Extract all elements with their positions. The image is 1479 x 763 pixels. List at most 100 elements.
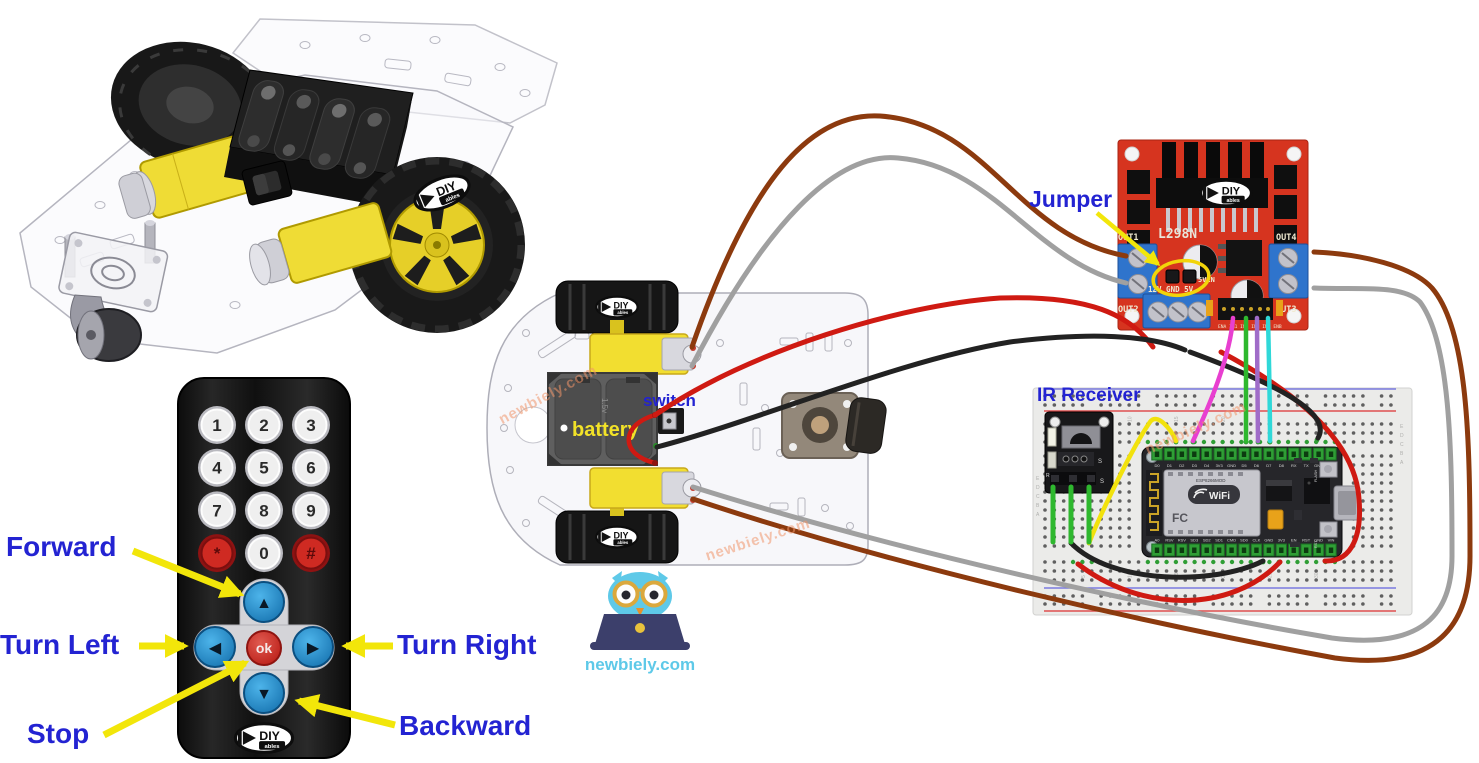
remote-key-8: 8 — [245, 491, 283, 530]
svg-text:ok: ok — [256, 640, 273, 656]
svg-text:GND: GND — [1264, 538, 1273, 543]
svg-text:CLK: CLK — [1253, 538, 1261, 543]
svg-text:15: 15 — [1174, 416, 1180, 422]
control-pins-label: ENA IN1 IN2 IN3 IN4 ENB — [1218, 324, 1282, 330]
remote-nav-up: ▲ — [243, 581, 285, 623]
turn-right-label: Turn Right — [397, 629, 537, 660]
svg-text:30: 30 — [1314, 572, 1320, 578]
svg-text:SD0: SD0 — [1240, 538, 1249, 543]
ir-receiver-module: R1 S S — [1044, 411, 1114, 494]
svg-text:VIN: VIN — [1328, 538, 1335, 543]
ir-s-label-mid: S — [1098, 459, 1102, 465]
wheel-right-3d — [349, 157, 525, 333]
voltage-regulator — [1266, 486, 1292, 501]
remote-key-7: 7 — [198, 491, 236, 530]
antenna-zone — [1146, 470, 1162, 536]
fcc-logo: FC — [1172, 511, 1188, 525]
out2-label: OUT2 — [1118, 305, 1138, 315]
svg-text:▼: ▼ — [256, 686, 272, 703]
remote-key-4: 4 — [198, 448, 236, 487]
svg-text:10: 10 — [1128, 416, 1134, 422]
svg-text:RSV: RSV — [1178, 538, 1187, 543]
svg-text:5: 5 — [259, 459, 268, 478]
motor-top-view-lower — [589, 467, 702, 516]
remote-nav-pad: ▲ ◀ ▶ ▼ ok — [193, 578, 335, 716]
l298n-board: L298N OUT1 OUT2 OUT4 OUT3 5VEN 12V GND 5… — [1117, 139, 1309, 331]
svg-text:D8: D8 — [1279, 463, 1285, 468]
remote-nav-left: ◀ — [194, 626, 236, 668]
svg-text:25: 25 — [1267, 572, 1273, 578]
svg-text:25: 25 — [1267, 416, 1273, 422]
tantalum-cap — [1267, 509, 1284, 530]
site-logo: newbiely.com — [585, 571, 695, 674]
remote-key-9: 9 — [292, 491, 330, 530]
svg-text:3V3: 3V3 — [1216, 463, 1224, 468]
jumper-label: Jumper — [1029, 186, 1113, 212]
l298n-chip-label: L298N — [1158, 227, 1197, 242]
switch-label: switch — [643, 391, 696, 410]
svg-text:#: # — [306, 544, 316, 563]
svg-text:15: 15 — [1174, 572, 1180, 578]
led-indicator-left — [1206, 300, 1213, 316]
svg-text:0: 0 — [259, 544, 268, 563]
remote-key-1: 1 — [198, 406, 236, 444]
battery-box-top-view: 1.5v battery — [547, 372, 658, 466]
svg-text:EN: EN — [1291, 538, 1297, 543]
svg-text:CMD: CMD — [1227, 538, 1236, 543]
svg-text:TX: TX — [1304, 463, 1309, 468]
backward-label: Backward — [399, 710, 532, 741]
svg-text:D3: D3 — [1192, 463, 1198, 468]
remote-nav-down: ▼ — [243, 672, 285, 714]
svg-text:D1: D1 — [1167, 463, 1173, 468]
svg-text:▶: ▶ — [307, 640, 320, 657]
svg-text:RST: RST — [1302, 538, 1311, 543]
svg-text:SD2: SD2 — [1203, 538, 1212, 543]
svg-text:20: 20 — [1221, 572, 1227, 578]
battery-label: battery — [572, 419, 640, 441]
power-terminal-label: 12V GND 5V — [1148, 285, 1194, 294]
svg-text:SD3: SD3 — [1190, 538, 1199, 543]
rst-label: RST — [1314, 540, 1318, 548]
svg-text:A0: A0 — [1155, 538, 1161, 543]
svg-text:D2: D2 — [1179, 463, 1185, 468]
flash-label: FLASH — [1314, 470, 1318, 482]
remote-key-5: 5 — [245, 448, 283, 487]
svg-text:GND: GND — [1227, 463, 1236, 468]
svg-text:10: 10 — [1128, 572, 1134, 578]
ir-receiver-label: IR Receiver — [1037, 385, 1141, 406]
nodemcu-top-pins: D0D1D2D3D43V3GNDD5D6D7D8RXTXGND3V3 — [1151, 447, 1337, 468]
caster-wheel-3d — [58, 220, 169, 362]
site-logo-text: newbiely.com — [585, 655, 695, 674]
owl-beak — [636, 608, 644, 616]
svg-text:5: 5 — [1081, 575, 1087, 578]
remote-key-6: 6 — [292, 448, 330, 487]
turn-left-label: Turn Left — [0, 629, 120, 660]
esp-module-label: ESP8266MOD — [1196, 478, 1226, 483]
caster-top-view — [781, 392, 887, 459]
ir-led — [1047, 427, 1057, 447]
ir-resistor — [1047, 451, 1057, 469]
led-indicator-right — [1276, 300, 1283, 316]
svg-text:C: C — [1400, 442, 1404, 448]
remote-key-3: 3 — [292, 406, 330, 444]
svg-text:▲: ▲ — [256, 595, 272, 612]
jumper-5ven-2 — [1182, 269, 1197, 284]
nodemcu-esp8266: D0D1D2D3D43V3GNDD5D6D7D8RXTXGND3V3 A0RSV… — [1141, 446, 1361, 558]
stop-label: Stop — [27, 718, 90, 749]
svg-text:D4: D4 — [1204, 463, 1210, 468]
regulator — [1226, 240, 1262, 276]
ir-s-label-bottom: S — [1100, 479, 1104, 485]
rocker-switch-3d — [241, 160, 293, 206]
remote-key-2: 2 — [245, 406, 283, 444]
wifi-label: WiFi — [1209, 491, 1230, 502]
svg-text:◀: ◀ — [209, 640, 222, 657]
battery-holder-3d — [224, 69, 414, 207]
svg-text:C: C — [1036, 494, 1040, 500]
svg-text:RX: RX — [1291, 463, 1297, 468]
jumper-5ven-1 — [1165, 269, 1180, 284]
remote-key-0: 0 — [245, 534, 283, 573]
